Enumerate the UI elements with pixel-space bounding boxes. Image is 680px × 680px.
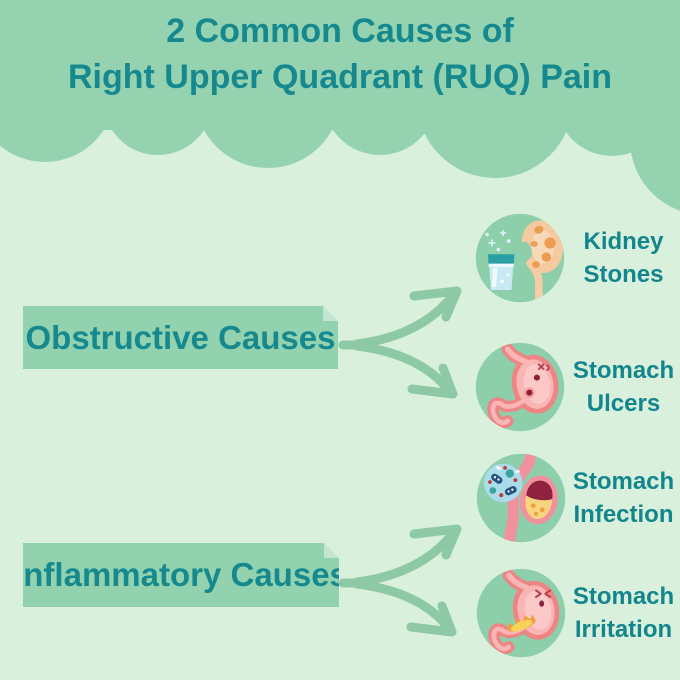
- bacteria-bubble: [483, 463, 525, 503]
- item-label-kidney-stones: Kidney Stones: [567, 225, 680, 291]
- category-label: Obstructive Causes: [25, 318, 336, 356]
- stomach-irritation-icon: [476, 568, 566, 658]
- arrow-to-stomach-ulcers: [352, 341, 458, 399]
- item-label-line1: Kidney: [583, 228, 664, 255]
- stomach-infection-badge: [474, 451, 568, 545]
- kidney-stones-icon: [475, 213, 565, 303]
- item-label-line2: Stones: [583, 261, 664, 288]
- arrow-to-stomach-irritation: [352, 579, 457, 637]
- stomach-irritation-badge: [474, 566, 568, 660]
- category-label: Inflammatory Causes: [14, 556, 348, 593]
- item-label-stomach-ulcers: Stomach Ulcers: [567, 354, 680, 420]
- item-label-line1: Stomach: [572, 583, 675, 610]
- stomach-infection-icon: [476, 453, 566, 543]
- page-title-line1: 2 Common Causes of: [166, 12, 514, 50]
- item-label-stomach-infection: Stomach Infection: [567, 465, 680, 531]
- item-label-line2: Irritation: [574, 616, 673, 643]
- flame: [507, 614, 536, 632]
- category-card-inflammatory: Inflammatory Causes: [23, 543, 339, 607]
- item-label-line2: Infection: [573, 501, 674, 528]
- distressed-face: [537, 363, 550, 372]
- page-title: 2 Common Causes of Right Upper Quadrant …: [0, 8, 680, 100]
- page-title-line2: Right Upper Quadrant (RUQ) Pain: [68, 58, 612, 96]
- arrow-to-stomach-infection: [338, 524, 462, 588]
- kidney-stones-badge: [473, 211, 567, 305]
- item-label-line2: Ulcers: [586, 390, 661, 417]
- item-label-line1: Stomach: [572, 357, 675, 384]
- category-card-obstructive: Obstructive Causes: [23, 306, 338, 369]
- arrow-to-kidney-stones: [338, 286, 462, 350]
- header-cloud: [0, 0, 680, 211]
- water-glass: [488, 254, 515, 290]
- stomach-ulcers-badge: [473, 340, 567, 434]
- sparkles: [488, 229, 507, 247]
- item-label-line1: Stomach: [572, 468, 675, 495]
- item-label-stomach-irritation: Stomach Irritation: [567, 580, 680, 646]
- pained-face: [535, 589, 552, 599]
- stomach-ulcers-icon: [475, 342, 565, 432]
